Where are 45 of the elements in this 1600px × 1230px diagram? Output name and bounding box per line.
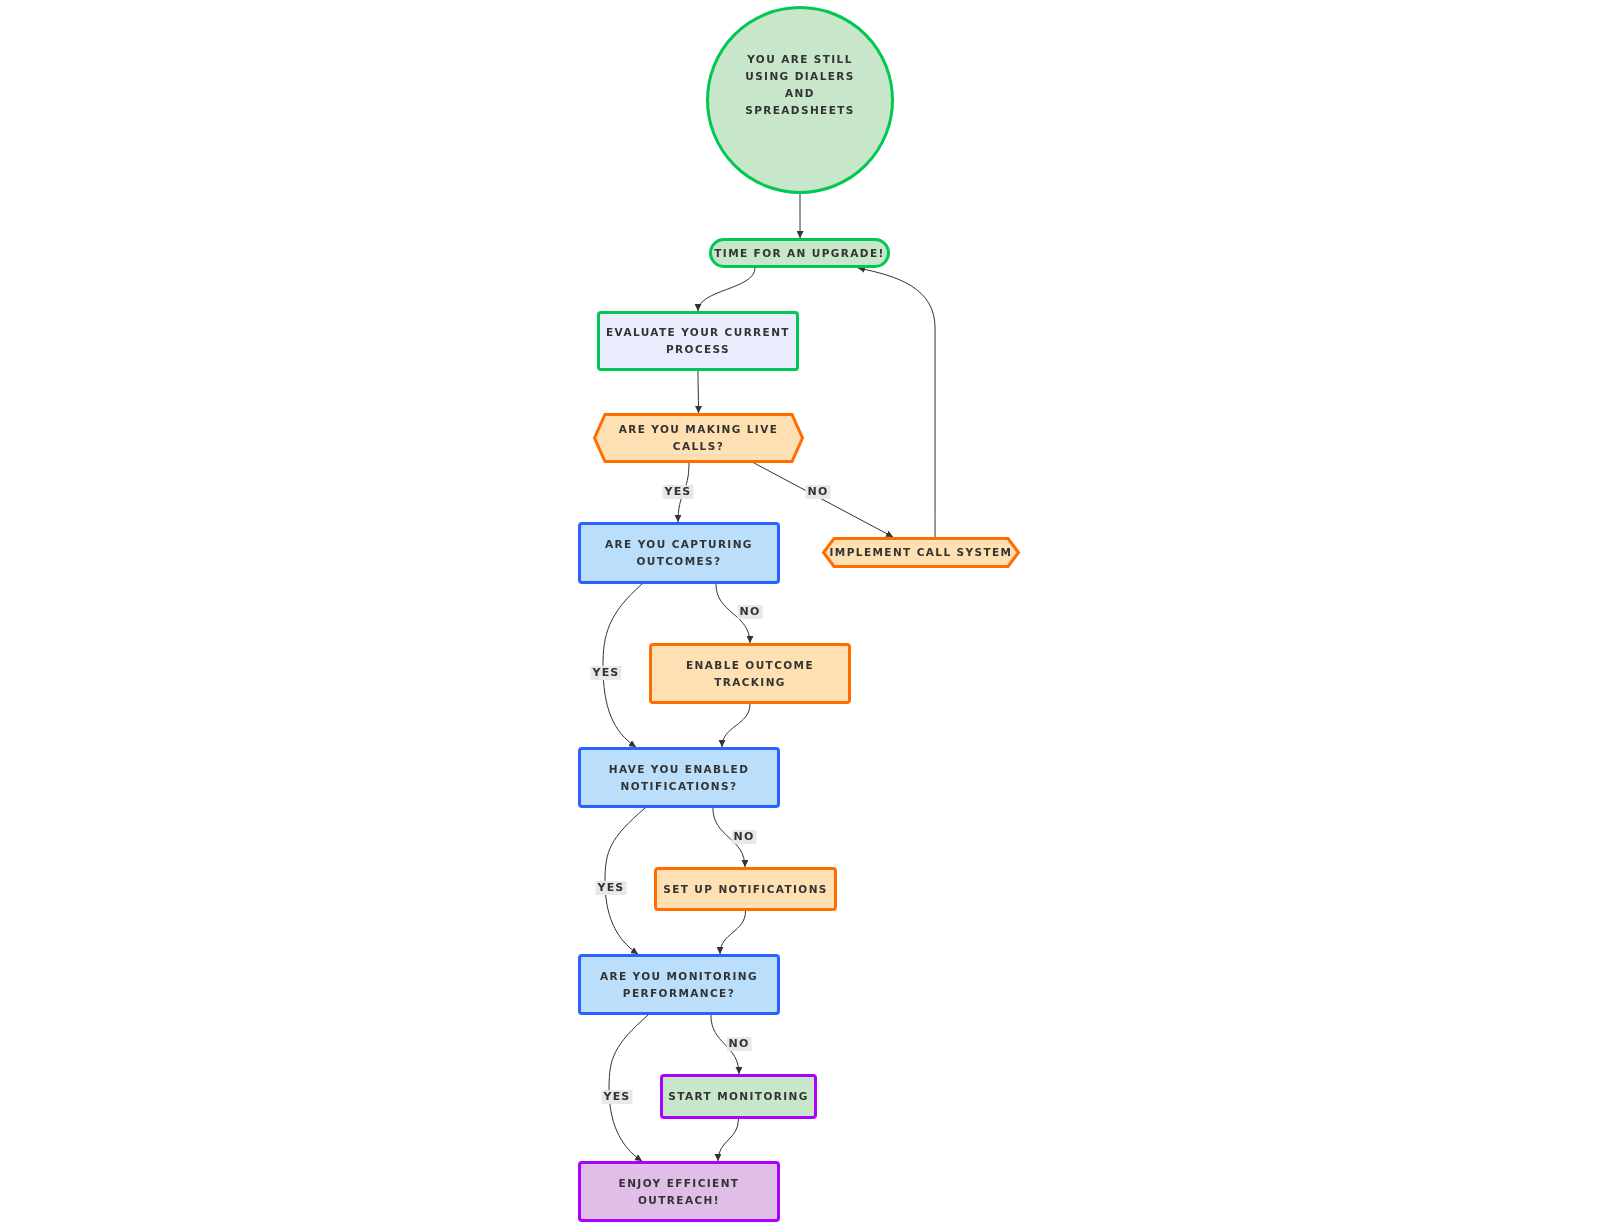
node-label: ENJOY EFFICIENT OUTREACH! (617, 1175, 741, 1208)
node-label: YOU ARE STILL USING DIALERS AND SPREADSHEETS (744, 52, 856, 118)
edge-label: NO (726, 1037, 752, 1051)
process-box (649, 643, 851, 704)
process-box (654, 867, 837, 911)
arrow (715, 1118, 739, 1162)
edge-label: NO (737, 605, 763, 619)
process-box (578, 1161, 780, 1222)
arrow (717, 910, 746, 955)
node-label: ARE YOU CAPTURING OUTCOMES? (604, 537, 754, 569)
node-label: IMPLEMENT CALL SYSTEM (829, 545, 1013, 560)
process-box (660, 1074, 817, 1119)
edge-label: NO (731, 830, 757, 844)
node-label: EVALUATE YOUR CURRENT PROCESS (606, 325, 790, 357)
terminal-pill (709, 238, 890, 268)
decision-hexagon (822, 537, 1020, 568)
arrow (796, 193, 804, 239)
node-label: ARE YOU MAKING LIVE CALLS? (617, 422, 780, 454)
node-label: START MONITORING (668, 1089, 809, 1104)
edge-label: YES (595, 881, 627, 895)
process-box (578, 954, 780, 1015)
process-box (597, 311, 799, 371)
node-label: ENABLE OUTCOME TRACKING (684, 657, 816, 690)
decision-hexagon (593, 413, 804, 463)
arrow (602, 583, 643, 748)
arrow (696, 267, 756, 312)
edge-label: YES (590, 666, 622, 680)
arrow (710, 1014, 742, 1075)
arrow (715, 583, 753, 644)
arrow (753, 462, 894, 538)
node-label: ARE YOU MONITORING PERFORMANCE? (598, 968, 760, 1001)
node-label: HAVE YOU ENABLED NOTIFICATIONS? (607, 761, 751, 794)
arrow (712, 807, 748, 868)
edge-label: YES (601, 1090, 633, 1104)
arrow (608, 1014, 649, 1162)
arrow (857, 266, 936, 538)
edge-label: NO (805, 485, 831, 499)
process-box (578, 522, 780, 584)
node-label: TIME FOR AN UPGRADE! (714, 245, 885, 261)
arrow (695, 370, 702, 414)
arrow (719, 703, 751, 748)
node-label: SET UP NOTIFICATIONS (663, 881, 828, 897)
process-box (578, 747, 780, 808)
edge-label: YES (662, 485, 694, 499)
arrow (604, 807, 646, 955)
